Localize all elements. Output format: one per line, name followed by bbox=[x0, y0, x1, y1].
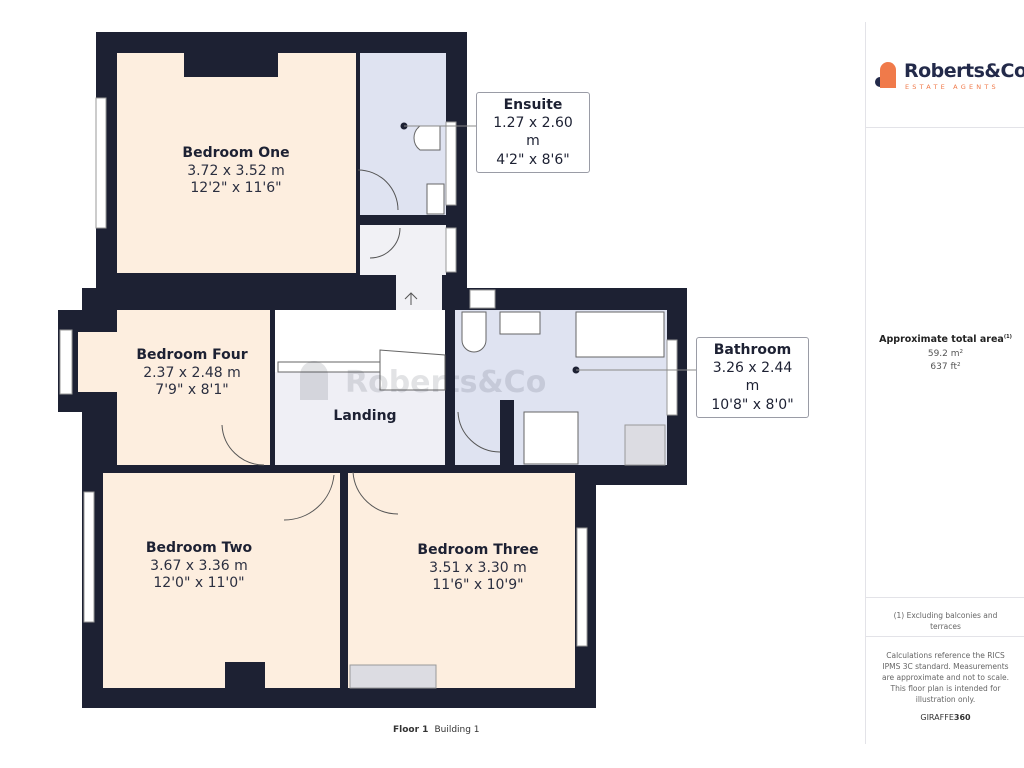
heart-logo-icon bbox=[875, 62, 896, 88]
disclaimer: Calculations reference the RICS IPMS 3C … bbox=[881, 651, 1010, 704]
area-title: Approximate total area bbox=[879, 334, 1004, 346]
brand-tagline: ESTATE AGENTS bbox=[905, 83, 999, 91]
room-metric: 1.27 x 2.60 m bbox=[493, 115, 573, 150]
label-bedroom-four: Bedroom Four 2.37 x 2.48 m 7'9" x 8'1" bbox=[136, 347, 247, 400]
floor-label: Floor 1 bbox=[393, 725, 429, 735]
room-name: Bathroom bbox=[713, 342, 792, 358]
room-name: Bedroom Four bbox=[136, 347, 248, 363]
room-imperial: 12'2" x 11'6" bbox=[190, 180, 282, 196]
wall bbox=[500, 400, 514, 465]
credit-text-bold: 360 bbox=[953, 713, 971, 722]
room-metric: 3.51 x 3.30 m bbox=[429, 559, 527, 576]
watermark-logo: Roberts&Co bbox=[300, 361, 546, 400]
room-imperial: 11'6" x 10'9" bbox=[432, 577, 524, 593]
svg-text:Roberts&Co: Roberts&Co bbox=[345, 365, 546, 400]
doors bbox=[221, 169, 501, 521]
bedroom-four-bay bbox=[78, 332, 118, 392]
area-ft2: 637 ft² bbox=[930, 362, 961, 373]
callout-ensuite: Ensuite 1.27 x 2.60 m 4'2" x 8'6" bbox=[476, 92, 590, 173]
divider bbox=[866, 636, 1024, 637]
area-footnote: (1) Excluding balconies and terraces bbox=[893, 611, 998, 631]
footnote-mark: (1) bbox=[1003, 334, 1012, 340]
room-name: Bedroom Two bbox=[145, 540, 253, 556]
brand-name: Roberts&Co bbox=[904, 60, 1024, 82]
fixtures bbox=[277, 125, 665, 465]
room-metric: 2.37 x 2.48 m bbox=[143, 364, 241, 381]
label-bedroom-one: Bedroom One 3.72 x 3.52 m 12'2" x 11'6" bbox=[182, 145, 289, 198]
label-bedroom-two: Bedroom Two 3.67 x 3.36 m 12'0" x 11'0" bbox=[146, 540, 252, 593]
info-sidebar: Roberts&Co ESTATE AGENTS Approximate tot… bbox=[865, 22, 1024, 744]
room-bedroom-one bbox=[117, 53, 356, 273]
room-bedroom-three bbox=[348, 473, 575, 688]
room-name: Landing bbox=[333, 408, 397, 424]
area-m2: 59.2 m² bbox=[927, 349, 964, 360]
room-imperial: 12'0" x 11'0" bbox=[153, 575, 245, 591]
floor-plan: Roberts&Co bbox=[58, 32, 696, 708]
divider bbox=[866, 127, 1024, 128]
room-name: Bedroom Three bbox=[417, 542, 539, 558]
total-area: Approximate total area(1) 59.2 m² 637 ft… bbox=[866, 334, 1024, 372]
chimney bbox=[184, 53, 278, 77]
room-name: Ensuite bbox=[503, 97, 563, 113]
label-bedroom-three: Bedroom Three 3.51 x 3.30 m 11'6" x 10'9… bbox=[417, 542, 538, 595]
divider bbox=[866, 597, 1024, 598]
room-bedroom-two bbox=[103, 473, 340, 688]
room-name: Bedroom One bbox=[182, 145, 290, 161]
room-metric: 3.26 x 2.44 m bbox=[712, 360, 793, 395]
wardrobe bbox=[349, 664, 437, 689]
room-bedroom-four bbox=[117, 310, 270, 465]
building-label: Building 1 bbox=[434, 725, 480, 735]
windows bbox=[59, 97, 678, 647]
room-imperial: 10'8" x 8'0" bbox=[711, 396, 794, 413]
floor-caption: Floor 1 Building 1 bbox=[393, 725, 480, 735]
hall-recess bbox=[396, 275, 442, 310]
chimney bbox=[225, 662, 265, 688]
room-metric: 3.67 x 3.36 m bbox=[150, 557, 248, 574]
label-landing: Landing bbox=[333, 408, 396, 426]
room-imperial: 4'2" x 8'6" bbox=[496, 151, 570, 168]
room-imperial: 7'9" x 8'1" bbox=[155, 382, 229, 398]
hall-recess bbox=[360, 225, 446, 275]
callout-bathroom: Bathroom 3.26 x 2.44 m 10'8" x 8'0" bbox=[696, 337, 809, 418]
room-metric: 3.72 x 3.52 m bbox=[187, 162, 285, 179]
giraffe360-credit: GIRAFFE360 bbox=[866, 712, 1024, 724]
cupboard bbox=[624, 424, 666, 466]
credit-text: GIRAFFE bbox=[920, 713, 954, 722]
